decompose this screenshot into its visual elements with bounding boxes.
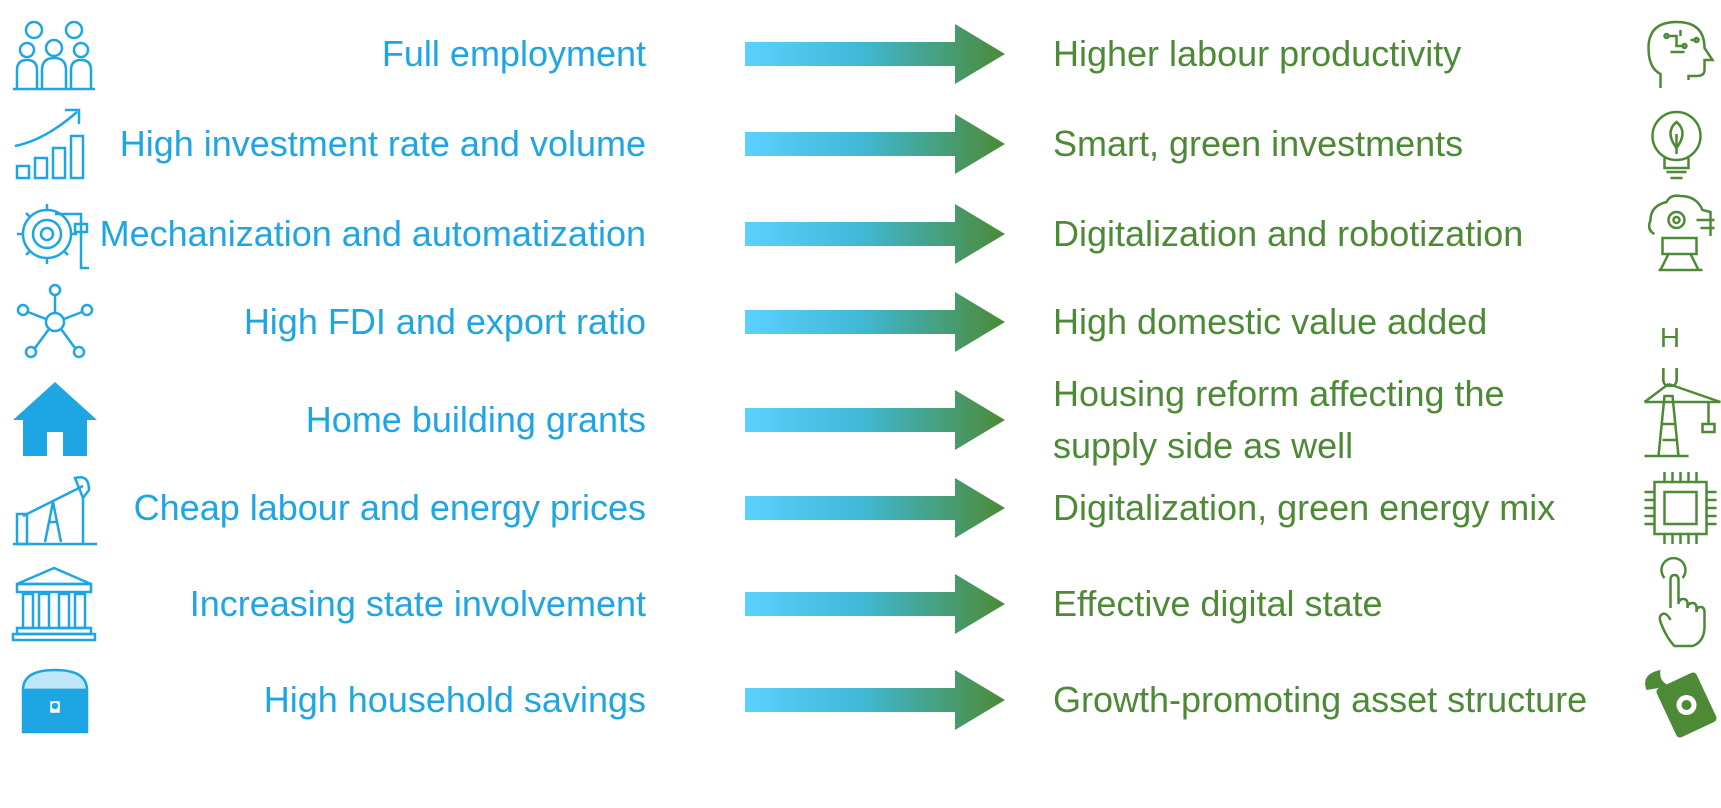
- robot-head-icon: [1640, 194, 1721, 274]
- right-label: Higher labour productivity: [1053, 32, 1462, 74]
- flying-money-icon: [1640, 660, 1721, 740]
- transition-arrow: [745, 292, 1005, 352]
- transition-arrow: [745, 204, 1005, 264]
- left-label: Mechanization and automatization: [99, 213, 646, 254]
- gear-machine-icon: [8, 194, 100, 274]
- transition-arrow: [745, 574, 1005, 634]
- diagram-row-5: Home building grants Housing reform affe…: [0, 373, 1721, 466]
- left-label: High household savings: [263, 679, 646, 720]
- diagram-row-8: High household savings Growth-promoting …: [0, 660, 1721, 740]
- chip-icon: [1640, 468, 1721, 548]
- left-label: Cheap labour and energy prices: [133, 487, 646, 528]
- diagram-row-4: High FDI and export ratio High domestic …: [0, 282, 1721, 362]
- government-building-icon: [8, 564, 100, 644]
- right-label: Effective digital state: [1053, 582, 1383, 624]
- right-label: Smart, green investments: [1053, 122, 1464, 164]
- transition-arrow: [745, 390, 1005, 450]
- diagram-row-7: Increasing state involvement Effective d…: [0, 556, 1721, 648]
- right-label: Housing reform affecting the supply side…: [1053, 373, 1505, 466]
- touch-hand-icon: [1640, 556, 1721, 648]
- transition-arrow: [745, 24, 1005, 84]
- oil-pump-icon: [8, 468, 100, 548]
- network-node-icon: [8, 282, 100, 362]
- house-icon: [8, 380, 100, 460]
- side-letter: H: [1659, 322, 1681, 353]
- left-label: Full employment: [381, 33, 646, 74]
- diagram-row-3: Mechanization and automatization Digital…: [0, 194, 1721, 274]
- right-label: Growth-promoting asset structure: [1053, 678, 1588, 720]
- brain-circuit-icon: [1640, 14, 1721, 94]
- transition-arrow: [745, 670, 1005, 730]
- left-label: Home building grants: [305, 399, 646, 440]
- right-label: Digitalization, green energy mix: [1053, 486, 1556, 528]
- treasure-chest-icon: [8, 660, 100, 740]
- crane-icon: [1640, 380, 1721, 460]
- growth-chart-icon: [8, 104, 100, 184]
- green-bulb-icon: [1640, 104, 1721, 184]
- diagram-row-2: High investment rate and volume Smart, g…: [0, 104, 1721, 184]
- transition-arrow: [745, 478, 1005, 538]
- diagram-row-1: Full employment Higher labour productivi…: [0, 14, 1721, 94]
- transition-arrow: [745, 114, 1005, 174]
- left-label: High FDI and export ratio: [243, 301, 646, 342]
- right-label: High domestic value added: [1053, 300, 1488, 342]
- left-label: High investment rate and volume: [119, 123, 646, 164]
- left-label: Increasing state involvement: [189, 583, 646, 624]
- right-label: Digitalization and robotization: [1053, 212, 1524, 254]
- team-icon: [8, 14, 100, 94]
- diagram-row-6: Cheap labour and energy prices Digitaliz…: [0, 468, 1721, 548]
